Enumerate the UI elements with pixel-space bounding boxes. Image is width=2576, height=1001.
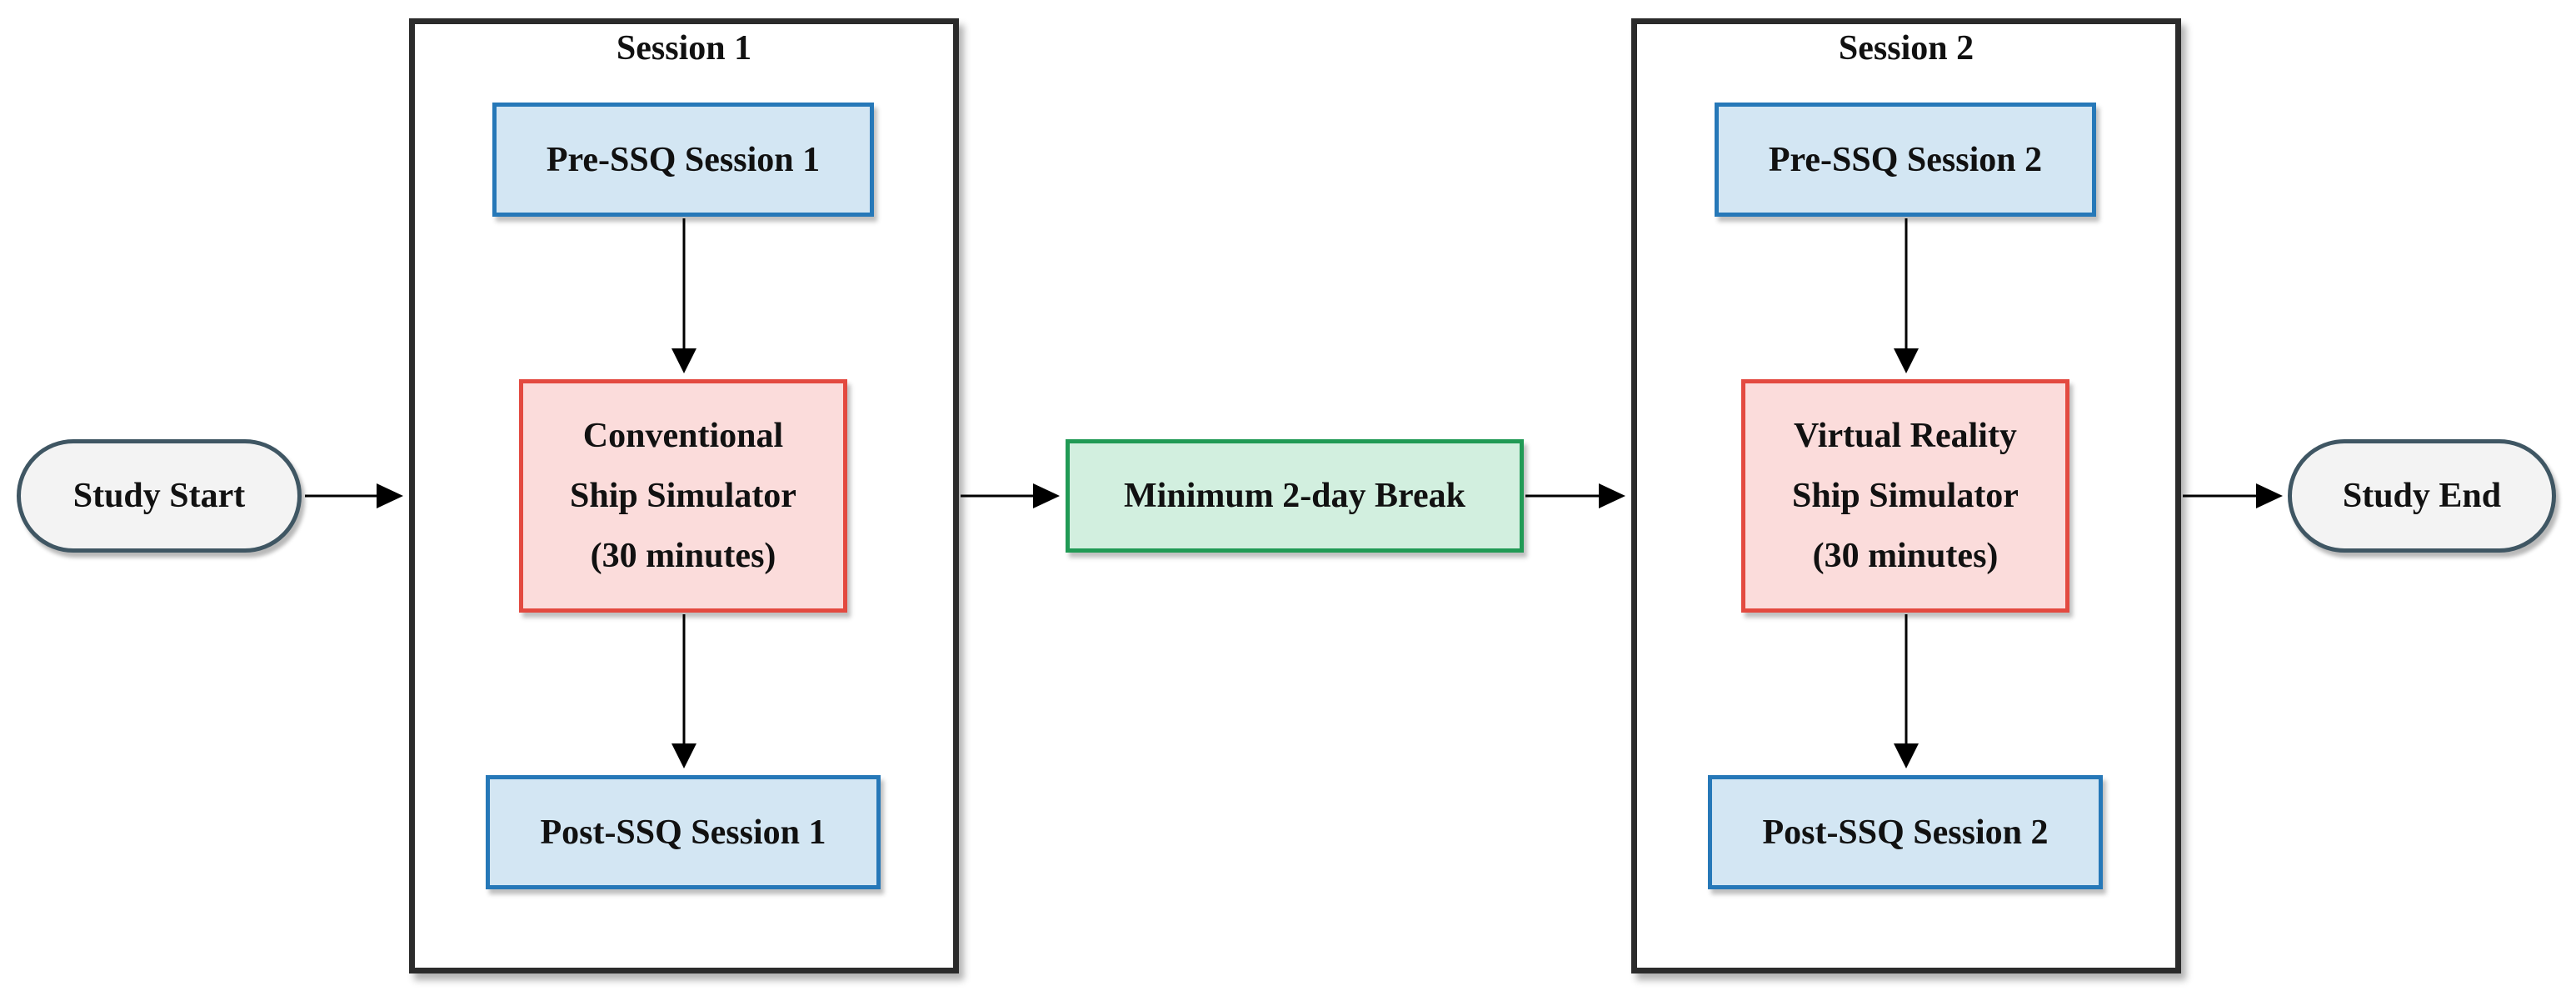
arrowhead-session-2-in xyxy=(1599,483,1625,508)
arrowhead-break-in xyxy=(1033,483,1060,508)
sim-2-line-1: Virtual Reality xyxy=(1794,417,2017,455)
study-end-label: Study End xyxy=(2342,477,2502,515)
study-end-terminal: Study End xyxy=(2288,439,2556,553)
arrowhead-start xyxy=(377,483,403,508)
study-start-label: Study Start xyxy=(72,477,246,515)
arrowhead-end xyxy=(2256,483,2283,508)
post-ssq-session-2-label: Post-SSQ Session 2 xyxy=(1762,813,2049,852)
vr-simulator-node: Virtual Reality Ship Simulator (30 minut… xyxy=(1741,379,2069,613)
study-start-terminal: Study Start xyxy=(17,439,302,553)
session-1-title: Session 1 xyxy=(616,29,752,68)
pre-ssq-session-2-label: Pre-SSQ Session 2 xyxy=(1768,140,2043,179)
arrowhead-pre1 xyxy=(671,348,696,373)
sim-1-line-3: (30 minutes) xyxy=(590,537,776,575)
pre-ssq-session-1: Pre-SSQ Session 1 xyxy=(492,103,874,217)
sim-1-line-1: Conventional xyxy=(582,417,784,455)
minimum-break-label: Minimum 2-day Break xyxy=(1124,477,1465,515)
arrowhead-sim1 xyxy=(671,743,696,768)
post-ssq-session-1: Post-SSQ Session 1 xyxy=(486,775,881,889)
post-ssq-session-1-label: Post-SSQ Session 1 xyxy=(540,813,826,852)
sim-1-line-2: Ship Simulator xyxy=(570,477,796,515)
sim-2-line-2: Ship Simulator xyxy=(1792,477,2019,515)
session-2-title: Session 2 xyxy=(1838,29,1974,68)
sim-2-line-3: (30 minutes) xyxy=(1812,537,1999,575)
pre-ssq-session-2: Pre-SSQ Session 2 xyxy=(1715,103,2096,217)
pre-ssq-session-1-label: Pre-SSQ Session 1 xyxy=(546,140,821,179)
minimum-break-node: Minimum 2-day Break xyxy=(1066,439,1524,553)
arrowhead-pre2 xyxy=(1894,348,1919,373)
arrowhead-sim2 xyxy=(1894,743,1919,768)
conventional-simulator-node: Conventional Ship Simulator (30 minutes) xyxy=(519,379,847,613)
post-ssq-session-2: Post-SSQ Session 2 xyxy=(1708,775,2103,889)
